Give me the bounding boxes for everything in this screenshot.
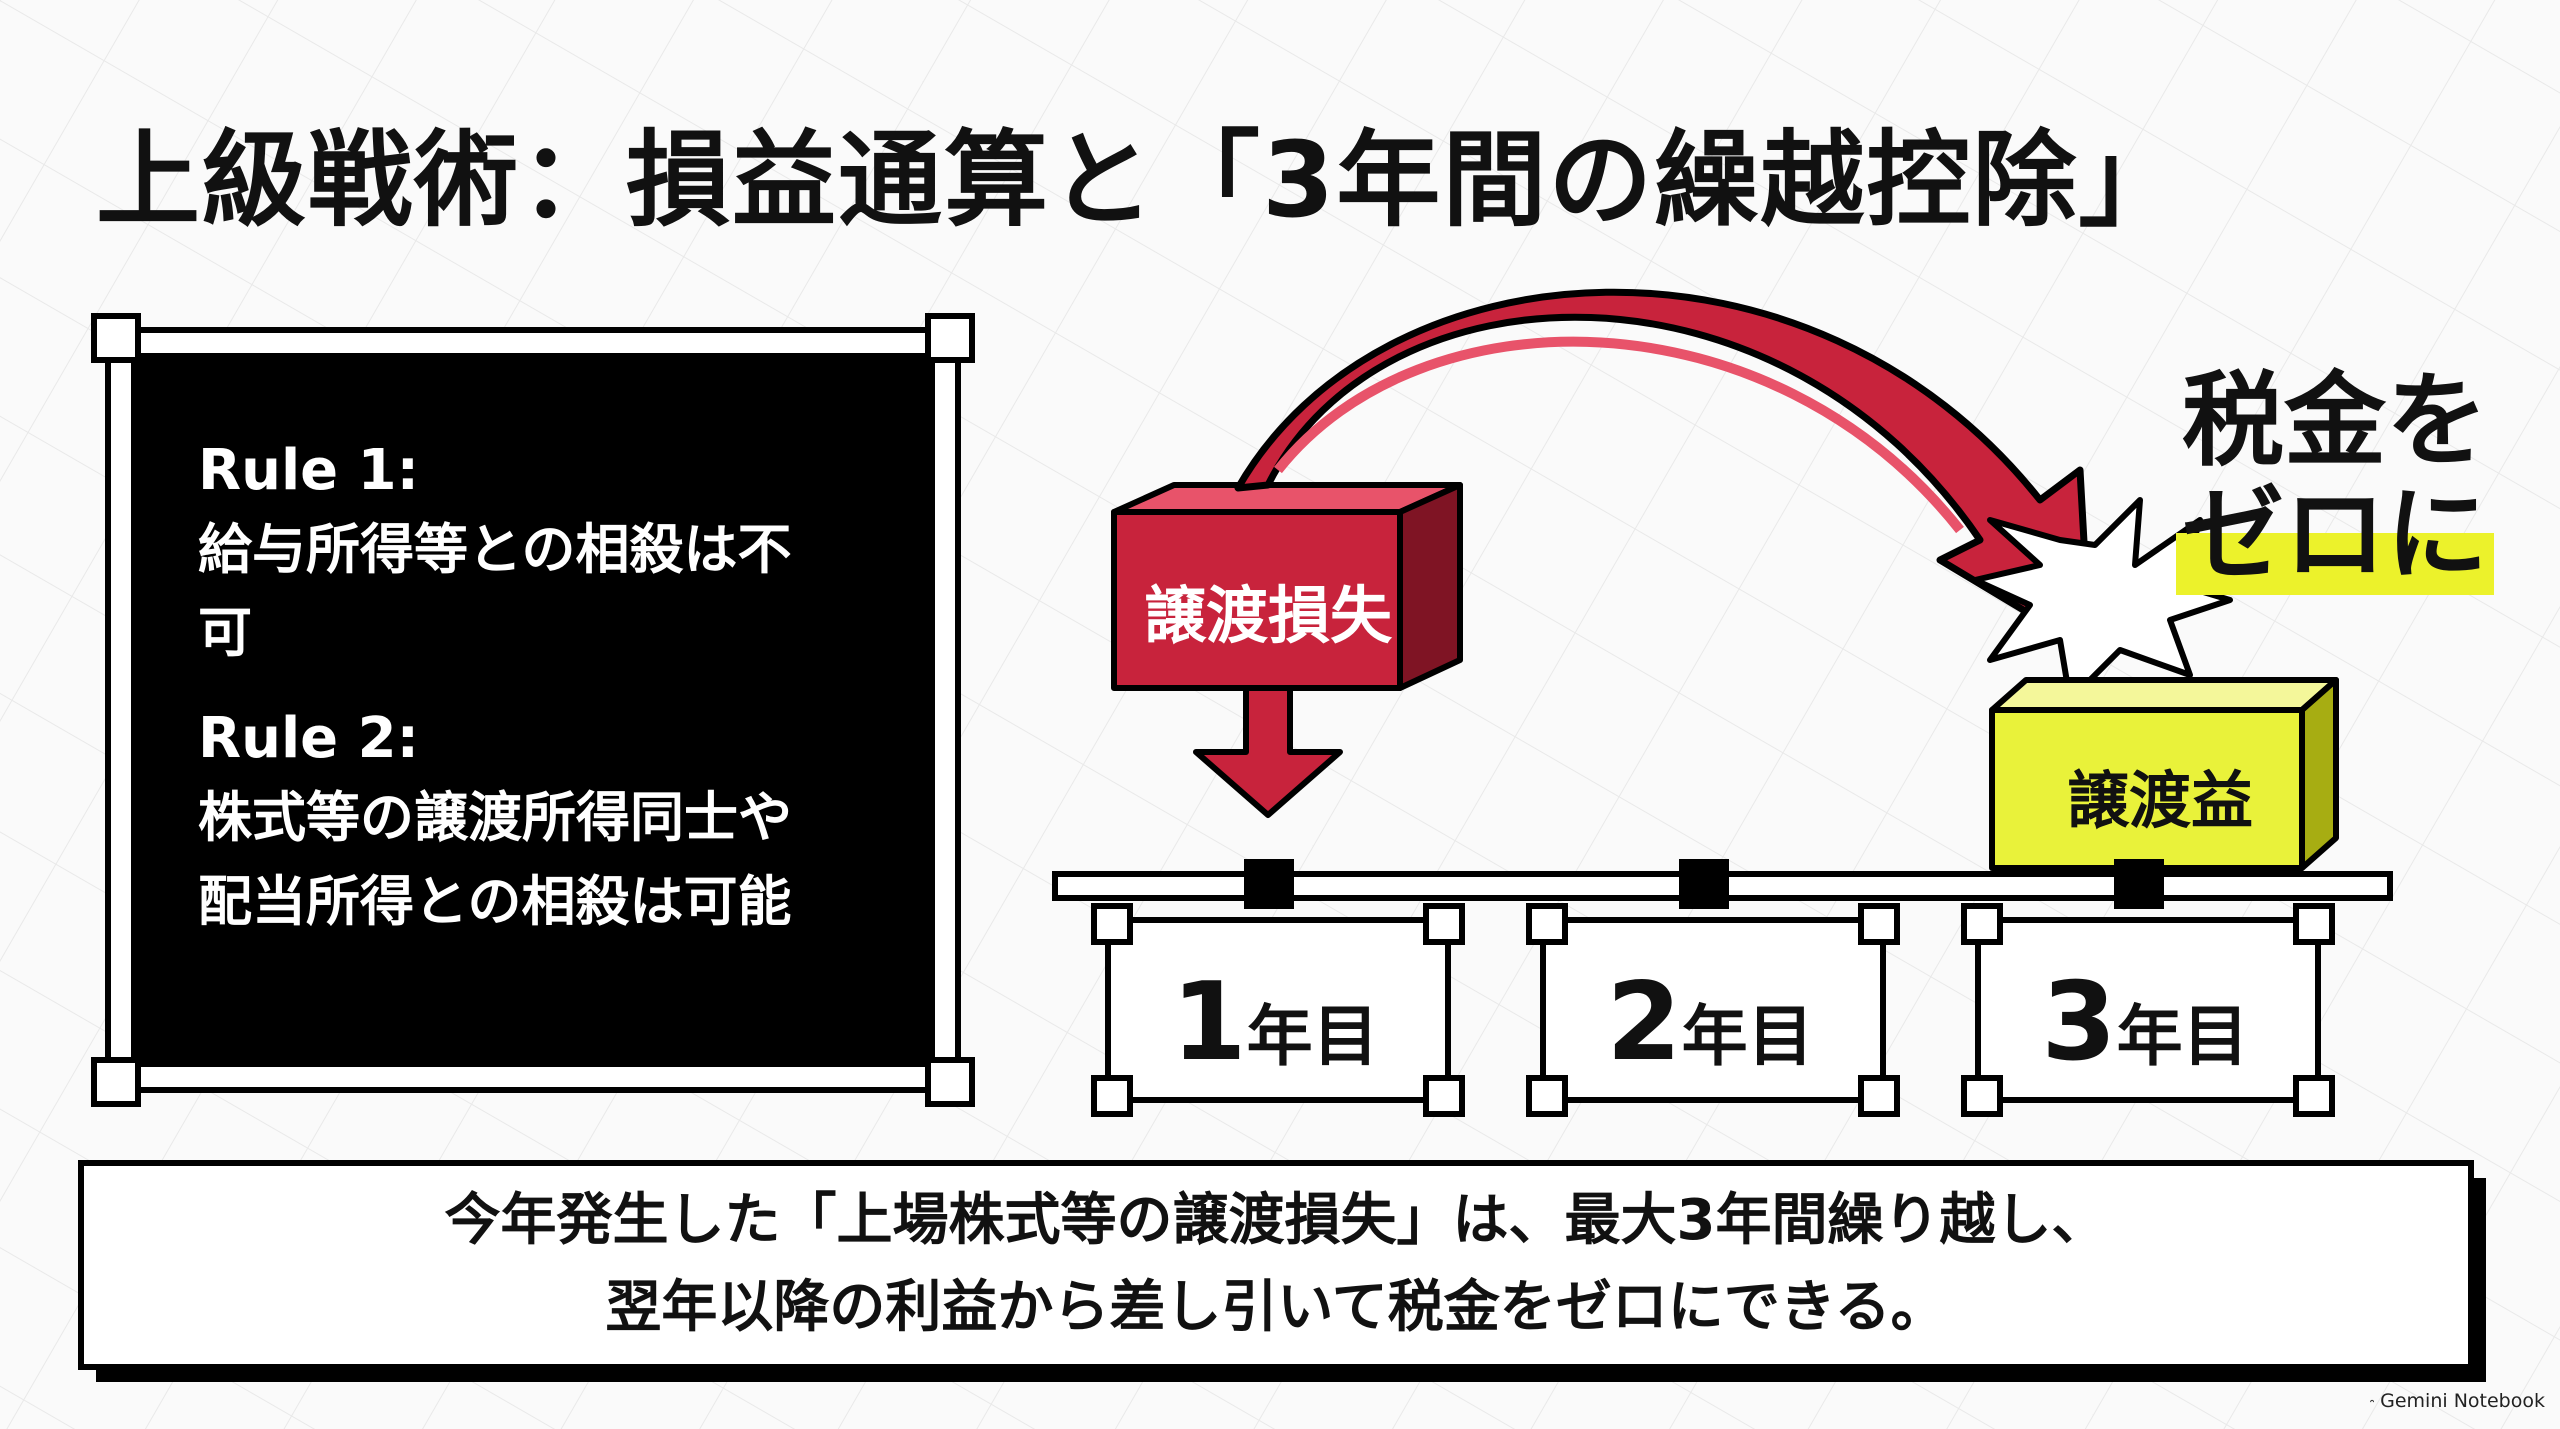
zero-tax-callout: 税金を ゼロに bbox=[2170, 362, 2500, 596]
rule-1-line-1: 給与所得等との相殺は不 bbox=[198, 517, 792, 581]
year-box-1 bbox=[1091, 903, 1465, 1117]
loss-label: 譲渡損失 bbox=[1143, 579, 1392, 652]
year-label-3: 3年目 bbox=[1995, 960, 2295, 1085]
rule-2-line-1: 株式等の譲渡所得同士や bbox=[198, 785, 792, 849]
footer-brand-label: Gemini Notebook bbox=[2380, 1390, 2545, 1412]
year-1-suffix: 年目 bbox=[1246, 998, 1379, 1075]
gain-label: 譲渡益 bbox=[2066, 764, 2253, 837]
rule-2-heading: Rule 2: bbox=[198, 706, 420, 772]
callout-line-2: ゼロに bbox=[2176, 476, 2494, 596]
year-2-suffix: 年目 bbox=[1681, 998, 1814, 1075]
year-1-number: 1 bbox=[1171, 960, 1247, 1085]
board-frame bbox=[91, 313, 975, 1107]
year-2-number: 2 bbox=[1606, 960, 1682, 1085]
year-box-3 bbox=[1961, 903, 2335, 1117]
carryforward-arrow bbox=[1234, 288, 2094, 654]
rule-1-line-2: 可 bbox=[198, 601, 252, 665]
rule-1-text: 給与所得等との相殺は不 可 bbox=[198, 508, 958, 675]
footer-brand: Gemini Notebook bbox=[2370, 1390, 2545, 1412]
year-3-suffix: 年目 bbox=[2116, 998, 2249, 1075]
year-3-number: 3 bbox=[2041, 960, 2117, 1085]
summary-line-1: 今年発生した「上場株式等の譲渡損失」は、最大3年間繰り越し、 bbox=[444, 1188, 2108, 1254]
timeline bbox=[1052, 859, 2393, 909]
rule-2-line-2: 配当所得との相殺は可能 bbox=[198, 869, 792, 933]
summary-panel: 今年発生した「上場株式等の譲渡損失」は、最大3年間繰り越し、 翌年以降の利益から… bbox=[78, 1160, 2474, 1370]
loss-box bbox=[1111, 482, 1463, 691]
year-box-2 bbox=[1526, 903, 1900, 1117]
callout-line-1: 税金を bbox=[2182, 362, 2488, 481]
year-label-2: 2年目 bbox=[1560, 960, 1860, 1085]
rules-list: Rule 1: 給与所得等との相殺は不 可 Rule 2: 株式等の譲渡所得同士… bbox=[198, 435, 958, 971]
rule-1-heading: Rule 1: bbox=[198, 438, 420, 503]
gemini-logo-icon bbox=[2370, 1399, 2374, 1403]
rules-board: Rule 1: 給与所得等との相殺は不 可 Rule 2: 株式等の譲渡所得同士… bbox=[88, 310, 978, 1110]
year-boxes bbox=[1091, 903, 2335, 1117]
rule-2-text: 株式等の譲渡所得同士や 配当所得との相殺は可能 bbox=[198, 776, 958, 943]
board-surface bbox=[130, 352, 936, 1068]
summary-line-2: 翌年以降の利益から差し引いて税金をゼロにできる。 bbox=[605, 1275, 1947, 1340]
year-label-1: 1年目 bbox=[1125, 960, 1425, 1085]
loss-down-arrow bbox=[1193, 685, 1343, 818]
page-title: 上級戦術：損益通算と「3年間の繰越控除」 bbox=[96, 119, 2185, 241]
